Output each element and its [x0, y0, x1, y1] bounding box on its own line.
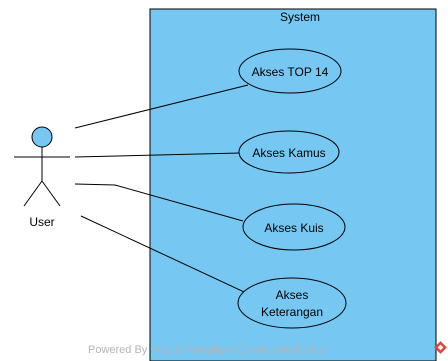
use-case-label-line-1: Akses — [276, 288, 309, 302]
actor-right-leg — [41, 180, 61, 207]
associations — [74, 84, 256, 298]
association-line-kamus — [74, 152, 241, 158]
actor-user[interactable] — [14, 126, 70, 207]
use-case-akses-keterangan[interactable]: Akses Keterangan — [237, 277, 347, 329]
use-case-ellipse — [238, 48, 342, 94]
system-title: System — [280, 10, 320, 24]
actor-name: User — [29, 215, 54, 229]
watermark-text: Powered By Visual Paradigm Community Edi… — [88, 344, 329, 356]
use-case-ellipse — [238, 130, 340, 174]
use-case-ellipse — [237, 277, 347, 329]
use-case-label: Akses Kamus — [252, 146, 325, 160]
use-case-akses-kamus[interactable]: Akses Kamus — [238, 130, 340, 174]
actor-left-leg — [23, 180, 43, 207]
use-case-akses-top14[interactable]: Akses TOP 14 — [238, 48, 342, 94]
use-case-ellipse — [242, 203, 346, 251]
use-case-label-line-2: Keterangan — [261, 305, 323, 319]
actor-head — [31, 126, 53, 148]
use-case-akses-kuis[interactable]: Akses Kuis — [242, 203, 346, 251]
association-line-top14 — [74, 84, 249, 129]
association-line-keterangan — [80, 215, 256, 298]
use-case-label: Akses Kuis — [264, 221, 323, 235]
association-line-kuis — [74, 183, 244, 222]
visual-paradigm-logo-icon — [434, 341, 447, 354]
use-case-label: Akses TOP 14 — [252, 65, 329, 79]
